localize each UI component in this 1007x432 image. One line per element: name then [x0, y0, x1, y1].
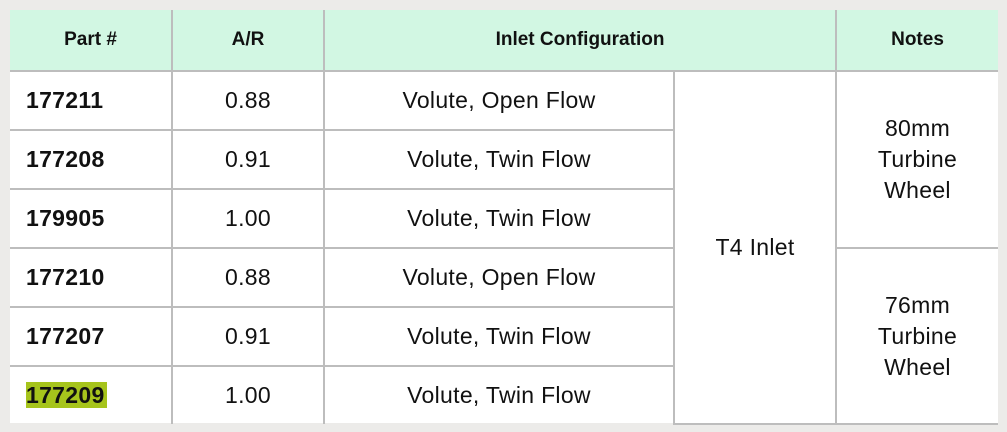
part-number-cell: 177208 [10, 129, 173, 190]
config-cell: Volute, Twin Flow [323, 188, 674, 249]
ar-cell: 0.88 [171, 70, 325, 131]
part-number-cell: 177210 [10, 247, 173, 308]
table-row: 177211 0.88 Volute, Open Flow T4 Inlet 8… [10, 70, 998, 425]
ar-cell: 0.91 [171, 306, 325, 367]
config-cell: Volute, Open Flow [323, 70, 675, 131]
header-row: Part # A/R Inlet Configuration Notes [10, 10, 998, 71]
config-cell: Volute, Open Flow [323, 247, 675, 308]
note-line: 80mm [884, 115, 951, 141]
spec-table-frame: Part # A/R Inlet Configuration Notes 177… [10, 10, 998, 425]
table-row: 177209 1.00 Volute, Twin Flow [10, 365, 998, 424]
config-cell: Volute, Twin Flow [323, 306, 674, 367]
note-line: Wheel [884, 353, 951, 380]
inlet-type-cell: T4 Inlet [673, 70, 837, 425]
table-row: 177208 0.91 Volute, Twin Flow [10, 129, 998, 190]
part-number: 179905 [26, 205, 105, 231]
notes-cell-80mm: 80mm Turbine Wheel [835, 70, 998, 249]
part-number: 177211 [26, 87, 104, 113]
note-line: Turbine [877, 146, 958, 172]
ar-cell: 1.00 [171, 188, 325, 249]
ar-cell: 0.91 [171, 129, 325, 190]
table-row: 179905 1.00 Volute, Twin Flow [10, 188, 998, 249]
part-number: 177208 [26, 146, 105, 172]
note-line: Wheel [884, 177, 951, 203]
part-number-cell: 177209 [10, 365, 173, 424]
table-row: 177207 0.91 Volute, Twin Flow [10, 306, 998, 367]
note-line: Turbine [877, 322, 958, 349]
header-notes: Notes [835, 10, 998, 71]
part-number-highlighted: 177209 [26, 382, 107, 408]
config-cell: Volute, Twin Flow [323, 365, 674, 424]
part-number-cell: 179905 [10, 188, 173, 249]
config-cell: Volute, Twin Flow [323, 129, 674, 190]
header-ar: A/R [171, 10, 325, 71]
part-number-cell: 177207 [10, 306, 173, 367]
notes-cell-76mm: 76mm Turbine Wheel [835, 247, 998, 425]
table-row: 177210 0.88 Volute, Open Flow 76mm Turbi… [10, 247, 998, 425]
part-number-cell: 177211 [10, 70, 173, 131]
part-number: 177210 [26, 264, 105, 290]
header-inlet-configuration: Inlet Configuration [323, 10, 837, 71]
ar-cell: 0.88 [171, 247, 325, 308]
ar-cell: 1.00 [171, 365, 325, 424]
header-part-number: Part # [10, 10, 173, 71]
note-line: 76mm [884, 291, 951, 318]
part-number: 177207 [26, 323, 105, 349]
turbine-housing-table: Part # A/R Inlet Configuration Notes 177… [10, 10, 998, 425]
